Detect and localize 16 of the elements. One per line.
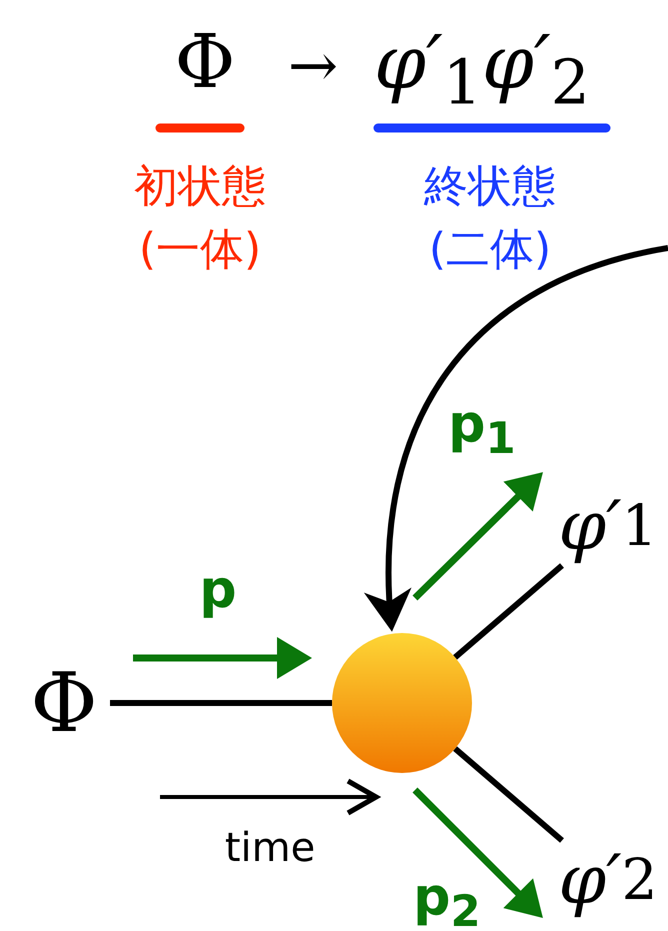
momentum-label: p$_{2}$: [413, 872, 481, 931]
state-label: 初状態: [134, 165, 266, 209]
particle-line: [453, 746, 564, 843]
formula-text: →: [288, 36, 338, 96]
particle-symbol: Φ: [18, 655, 110, 751]
formula-text: Φ: [174, 25, 236, 99]
state-label: (二体): [428, 228, 552, 272]
state-label: (一体): [138, 228, 262, 272]
axis-label: time: [224, 828, 316, 868]
state-label: 終状態: [424, 165, 556, 209]
momentum-label: p$_{1}$: [448, 398, 516, 462]
particle-line: [453, 563, 564, 660]
momentum-label: p: [199, 564, 237, 616]
formula-text: φ′$_{1}$φ′$_{2}$: [374, 26, 590, 114]
curved-arrow: [365, 245, 668, 632]
particle-line: [110, 700, 332, 706]
